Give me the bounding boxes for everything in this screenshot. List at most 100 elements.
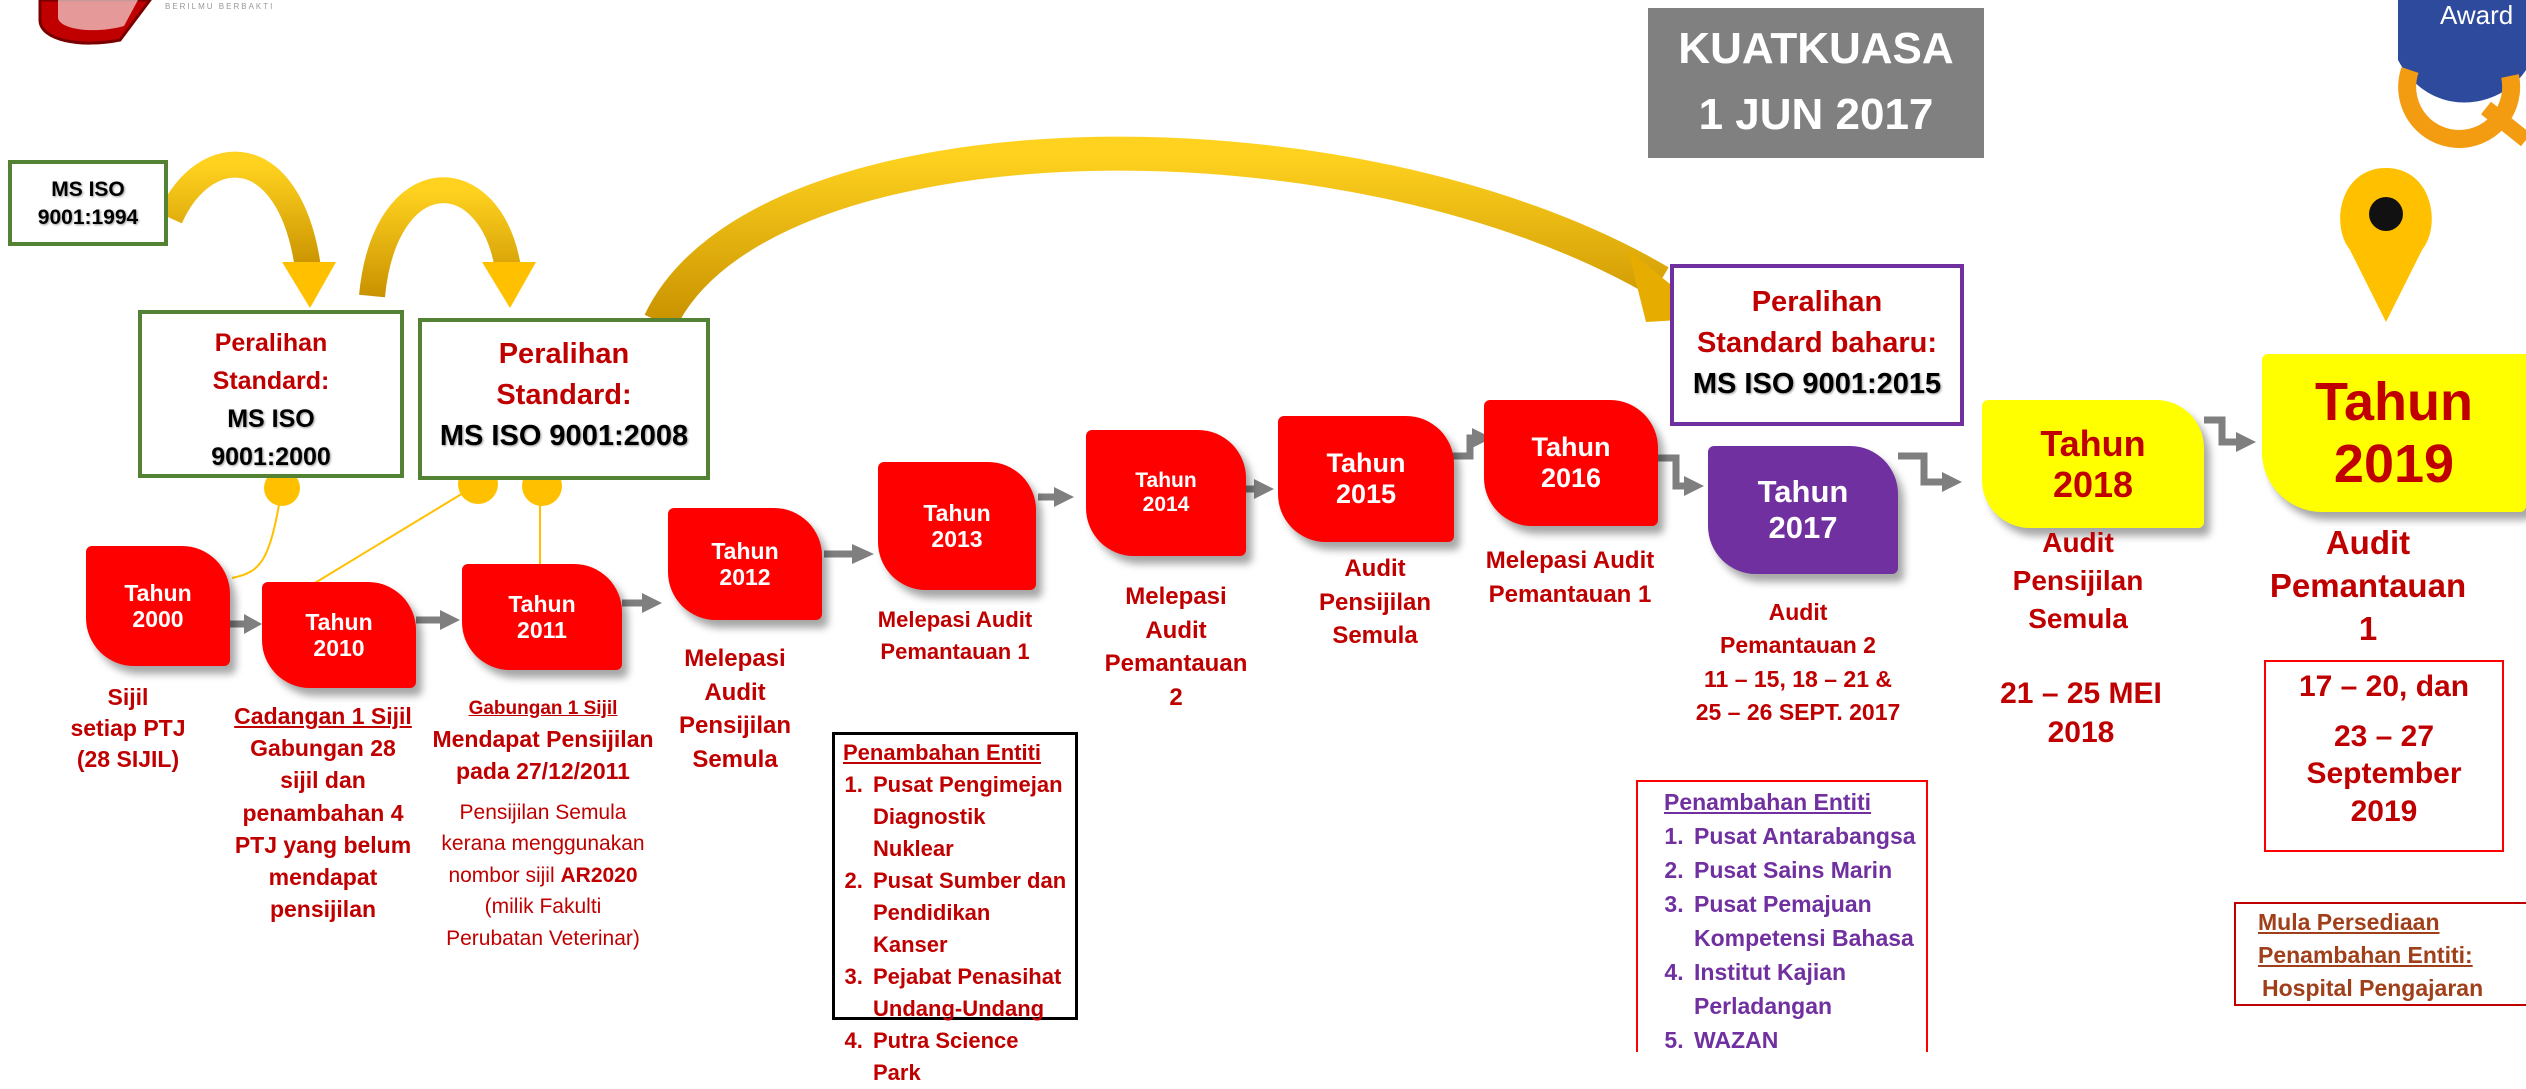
desc-2013-line-1: Melepasi Audit <box>877 607 1033 632</box>
curved-arrow-2008-2015 <box>644 136 1712 330</box>
year-tile-2016-label: Tahun <box>1531 431 1611 462</box>
iso1994-line-1: MS ISO <box>51 178 125 201</box>
entity-item: Pusat Sains Marin <box>1690 853 1922 887</box>
date-2018-line-2: 2018 <box>2047 716 2115 749</box>
desc-2015-line-3: Semula <box>1332 622 1418 650</box>
desc-2018: Audit Pensijilan Semula <box>1980 524 2176 637</box>
prep-line-2: Penambahan Entiti: <box>2258 942 2473 968</box>
desc-2000-line-2: setiap PTJ <box>70 715 186 742</box>
year-tile-2013: Tahun 2013 <box>878 462 1036 590</box>
logo-caption: BERILMU BERBAKTI <box>165 2 275 11</box>
date-2019-line-2: 23 – 27 <box>2333 719 2435 753</box>
desc-2017-line-2: Pemantauan 2 <box>1720 632 1876 659</box>
desc-2015: Audit Pensijilan Semula <box>1290 552 1460 653</box>
year-tile-2014-year: 2014 <box>1142 493 1190 516</box>
desc-2010-line-1: Gabungan 28 <box>250 735 396 762</box>
entity-box-2013: Penambahan Entiti Pusat Pengimejan Diagn… <box>832 732 1078 1085</box>
date-box-2019: 17 – 20, dan 23 – 27 September 2019 <box>2264 660 2504 852</box>
entity-item: Pejabat Penasihat Undang-Undang <box>869 961 1071 1025</box>
desc-2000-line-1: Sijil <box>107 684 149 710</box>
desc-2011: Gabungan 1 Sijil Mendapat Pensijilan pad… <box>418 696 668 954</box>
entity-box-2017: Penambahan Entiti Pusat Antarabangsa Pus… <box>1636 780 1928 1053</box>
entity-box-2013-title: Penambahan Entiti <box>843 740 1042 765</box>
standard-box-2015: Peralihan Standard baharu: MS ISO 9001:2… <box>1670 264 1964 426</box>
desc-2016-line-1: Melepasi Audit <box>1485 547 1655 574</box>
prep-line-1: Mula Persediaan <box>2258 909 2440 935</box>
desc-2017: Audit Pemantauan 2 11 – 15, 18 – 21 & 25… <box>1660 596 1936 729</box>
desc-2016: Melepasi Audit Pemantauan 1 <box>1460 544 1680 611</box>
year-tile-2015-label: Tahun <box>1326 447 1406 478</box>
year-tile-2019: Tahun 2019 <box>2262 354 2526 512</box>
desc-2011-note-2: kerana menggunakan <box>441 832 645 856</box>
desc-2015-line-1: Audit <box>1344 555 1406 582</box>
standard-box-2000: Peralihan Standard: MS ISO 9001:2000 <box>138 310 404 478</box>
year-tile-2019-label: Tahun <box>2315 371 2473 432</box>
desc-2010-line-5: mendapat <box>268 863 378 890</box>
entity-item: Pusat Antarabangsa <box>1690 819 1922 853</box>
university-logo <box>38 0 152 45</box>
desc-2019: Audit Pemantauan 1 <box>2250 522 2486 651</box>
year-tile-2013-label: Tahun <box>923 499 991 526</box>
desc-2018-line-3: Semula <box>2028 602 2128 634</box>
year-tile-2017-label: Tahun <box>1757 474 1849 510</box>
entity-item: Pusat Pemajuan Kompetensi Bahasa <box>1690 887 1922 955</box>
trans2008-line-2: Standard: <box>496 379 632 411</box>
year-tile-2012-label: Tahun <box>711 537 779 564</box>
desc-2011-note-3: nombor sijil AR2020 <box>418 860 668 892</box>
trans2015-line-3: MS ISO 9001:2015 <box>1692 368 1942 400</box>
year-tile-2000: Tahun 2000 <box>86 546 230 666</box>
trans2000-line-1: Peralihan <box>214 329 328 357</box>
year-tile-2017-year: 2017 <box>1768 510 1838 545</box>
desc-2010-line-4: PTJ yang belum <box>234 831 412 858</box>
desc-2011-heading: Gabungan 1 Sijil <box>468 698 618 719</box>
year-tile-2016: Tahun 2016 <box>1484 400 1658 526</box>
desc-2018-line-2: Pensijilan <box>2012 564 2144 596</box>
desc-2018-line-1: Audit <box>2042 527 2114 558</box>
entity-item: WAZAN <box>1690 1023 1922 1057</box>
desc-2012-line-3: Pensijilan <box>678 712 792 740</box>
location-pin-icon <box>2340 168 2432 322</box>
entity-list-2017: Pusat Antarabangsa Pusat Sains Marin Pus… <box>1664 819 1922 1057</box>
desc-2015-line-2: Pensijilan <box>1318 588 1432 616</box>
trans2000-line-2: Standard: <box>212 367 330 395</box>
entity-item: Pusat Pengimejan Diagnostik Nuklear <box>869 769 1071 865</box>
year-tile-2010: Tahun 2010 <box>262 582 416 688</box>
entity-list-2013: Pusat Pengimejan Diagnostik Nuklear Pusa… <box>843 769 1071 1089</box>
desc-2016-line-2: Pemantauan 1 <box>1488 580 1652 608</box>
desc-2011-note-1: Pensijilan Semula <box>459 800 627 824</box>
desc-2010-line-6: pensijilan <box>269 896 377 923</box>
desc-2017-line-4: 25 – 26 SEPT. 2017 <box>1695 699 1901 726</box>
standard-box-1994: MS ISO 9001:1994 <box>8 160 168 246</box>
standard-box-2008: Peralihan Standard: MS ISO 9001:2008 <box>418 318 710 480</box>
prep-line-3: Hospital Pengajaran <box>2262 975 2484 1001</box>
entity-item: Pusat Sumber dan Pendidikan Kanser <box>869 865 1071 961</box>
entity-item: Putra Science Park <box>869 1025 1071 1089</box>
year-tile-2016-year: 2016 <box>1540 463 1602 493</box>
desc-2013: Melepasi Audit Pemantauan 1 <box>840 604 1070 668</box>
year-tile-2018-label: Tahun <box>2040 422 2146 464</box>
desc-2000: Sijil setiap PTJ (28 SIJIL) <box>40 682 216 775</box>
trans2008-line-3: MS ISO 9001:2008 <box>439 420 689 452</box>
desc-2011-line-1: Mendapat Pensijilan <box>432 725 654 752</box>
year-tile-2012: Tahun 2012 <box>668 508 822 620</box>
date-2019-line-1: 17 – 20, dan <box>2298 670 2470 703</box>
banner-line-2: 1 JUN 2017 <box>1698 90 1934 139</box>
curved-arrow-2000-2008 <box>359 177 536 308</box>
date-2018-line-1: 21 – 25 MEI <box>2000 677 2162 710</box>
award-label: Award <box>2440 0 2514 30</box>
award-q-logo <box>2398 0 2526 148</box>
entity-item: Institut Kajian Perladangan <box>1690 955 1922 1023</box>
date-2018: 21 – 25 MEI 2018 <box>1966 674 2196 752</box>
year-tile-2015-year: 2015 <box>1335 479 1397 509</box>
desc-2014: Melepasi Audit Pemantauan 2 <box>1076 580 1276 714</box>
desc-2019-line-3: 1 <box>2358 609 2378 647</box>
desc-2013-line-2: Pemantauan 1 <box>880 638 1030 664</box>
year-tile-2000-label: Tahun <box>124 579 192 606</box>
desc-2014-line-2: Audit <box>1145 616 1207 644</box>
trans2000-line-3: MS ISO <box>227 405 315 433</box>
desc-2017-line-3: 11 – 15, 18 – 21 & <box>1704 665 1892 692</box>
desc-2017-line-1: Audit <box>1768 599 1828 625</box>
year-tile-2019-year: 2019 <box>2333 434 2455 494</box>
desc-2014-line-1: Melepasi <box>1125 583 1227 610</box>
effective-date-banner: KUATKUASA 1 JUN 2017 <box>1648 8 1984 158</box>
